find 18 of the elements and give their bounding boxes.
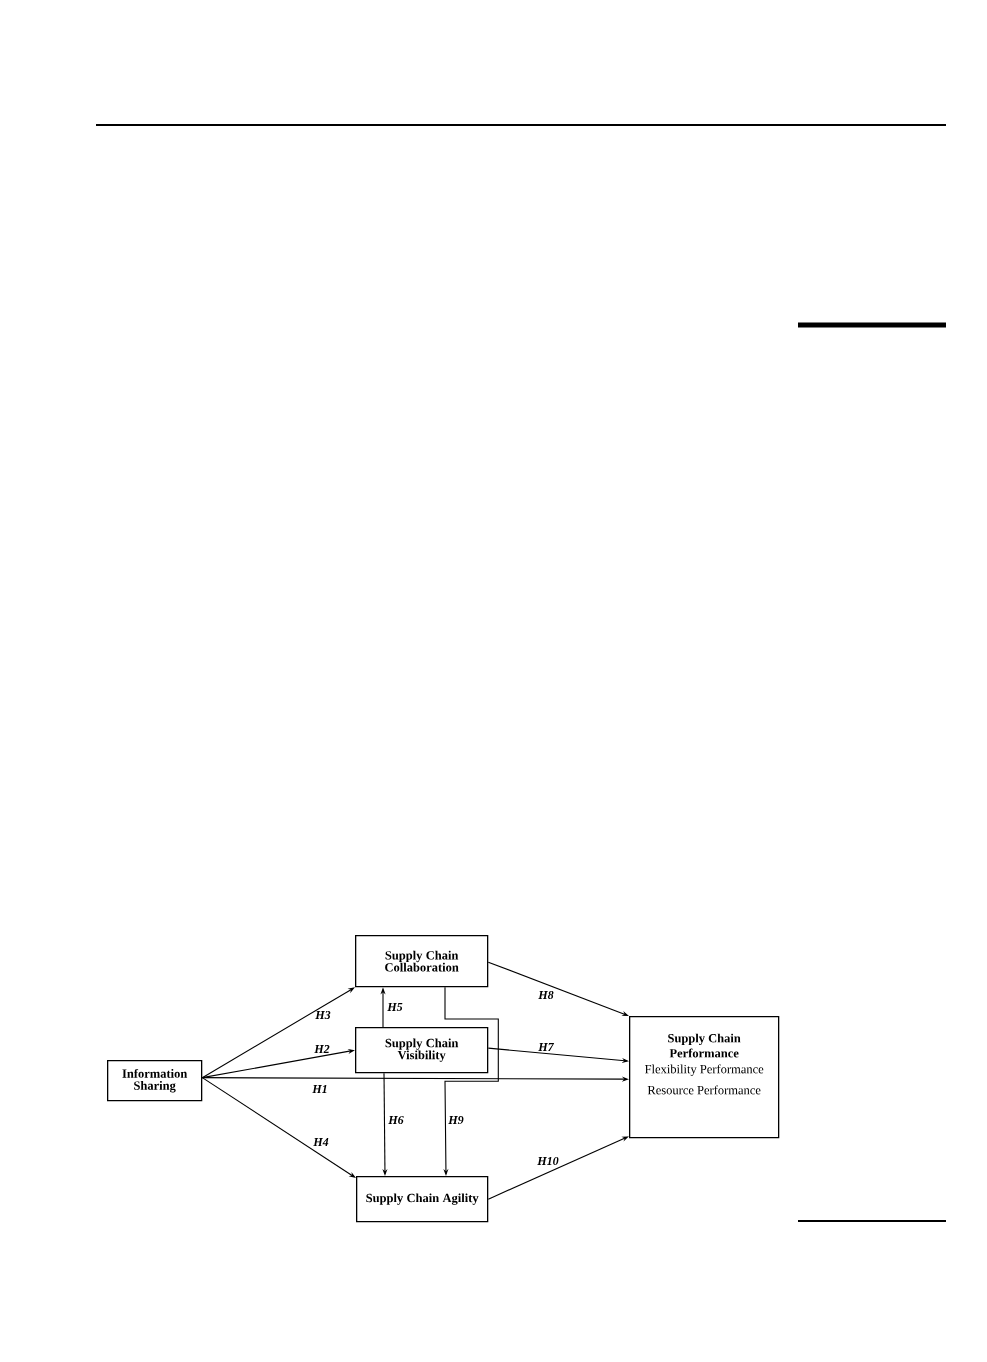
edge-label: H2 [314,1045,330,1053]
edge-label: H4 [313,1138,329,1146]
arrow [201,987,355,1079]
edge-label: H7 [538,1043,555,1051]
arrow [201,1077,356,1178]
edge-label: H5 [387,1003,403,1011]
edge-label: H1 [312,1085,327,1093]
construct-box: Supply Chain Performance Flexibility Performance Resource Performance [629,1016,780,1139]
edge-label: H10 [537,1156,559,1166]
edge-label: H3 [315,1010,331,1020]
arrow [487,1136,629,1200]
construct-box: Supply Chain Visibility [355,1027,489,1074]
edge-label: H6 [388,1115,404,1125]
edge-label: H8 [538,990,554,1000]
edge-label: H9 [448,1116,464,1125]
construct-box: Supply Chain Agility [356,1176,489,1223]
construct-box: Information Sharing [107,1060,203,1102]
construct-box: Supply Chain Collaboration [355,935,489,988]
